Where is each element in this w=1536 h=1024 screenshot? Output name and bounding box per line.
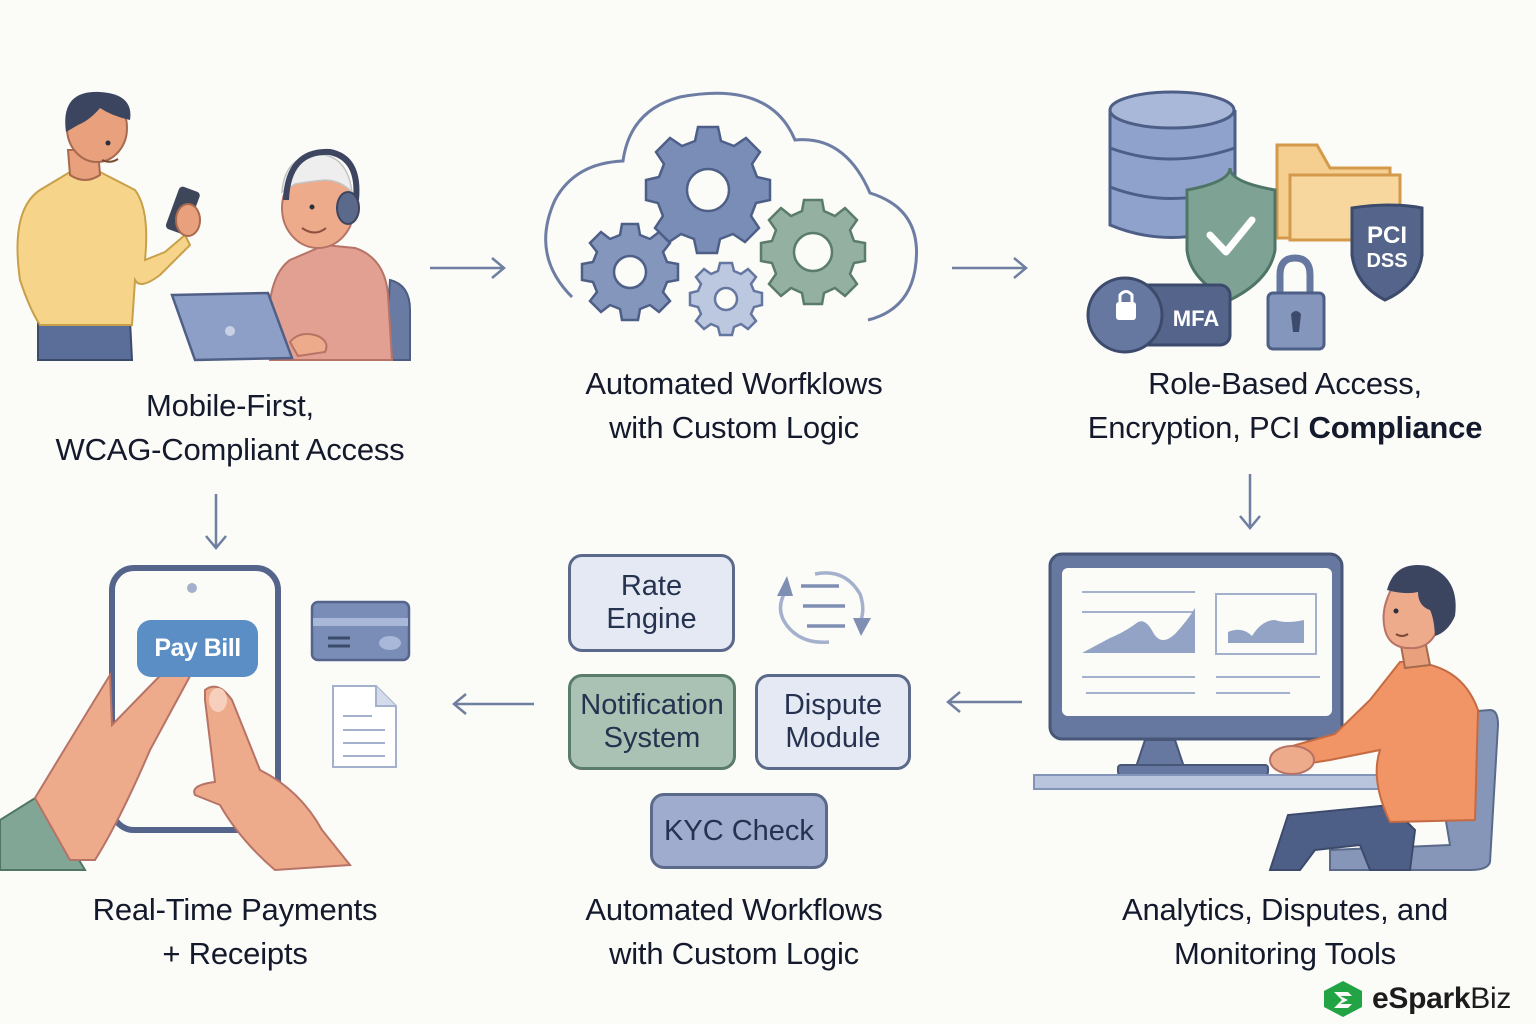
- payments-illustration: [0, 565, 411, 872]
- laptop-illustration: [170, 291, 328, 362]
- module-notification-system-line2: System: [603, 722, 701, 754]
- database-icon: [1108, 90, 1237, 239]
- pci-dss-shield-icon: PCI DSS: [1350, 203, 1424, 302]
- step-access-caption: Mobile-First, WCAG-Compliant Access: [20, 384, 440, 472]
- step-workflows-top-caption-line2: with Custom Logic: [609, 410, 859, 445]
- step-security-caption-line1: Role-Based Access,: [1148, 366, 1422, 401]
- arrow-right-icon: [430, 257, 506, 279]
- module-kyc-check-label: KYC Check: [664, 814, 814, 847]
- espark-logo-icon: [1324, 981, 1362, 1017]
- arrow-right-icon: [952, 257, 1028, 279]
- gear-icon: [580, 222, 680, 322]
- module-dispute-module: Dispute Module: [755, 674, 911, 770]
- receipt-document-icon: [332, 685, 397, 768]
- module-notification-system: Notification System: [568, 674, 736, 770]
- step-security-caption-bold: Compliance: [1308, 410, 1483, 445]
- step-analytics-caption: Analytics, Disputes, and Monitoring Tool…: [1060, 888, 1510, 976]
- step-payments-caption-line2: + Receipts: [162, 936, 308, 971]
- step-analytics-caption-line2: Monitoring Tools: [1174, 936, 1396, 971]
- module-notification-system-line1: Notification: [580, 689, 724, 721]
- sync-refresh-icon: [777, 571, 871, 645]
- security-illustration: PCI DSS MFA: [1086, 90, 1424, 354]
- pay-bill-button[interactable]: Pay Bill: [137, 620, 258, 677]
- dss-label: DSS: [1366, 250, 1407, 272]
- brand-name-regular: Biz: [1470, 982, 1512, 1015]
- step-security-caption-line2: Encryption, PCI Compliance: [1040, 406, 1530, 450]
- brand-name-bold: eSpark: [1372, 982, 1471, 1015]
- people-illustration: [16, 91, 411, 362]
- brand-logo: eSparkBiz: [1322, 980, 1511, 1018]
- standing-man-figure: [16, 91, 201, 361]
- step-payments-caption-line1: Real-Time Payments: [92, 892, 378, 927]
- step-workflows-bottom-caption: Automated Workflows with Custom Logic: [534, 888, 934, 976]
- step-analytics-caption-line1: Analytics, Disputes, and: [1121, 892, 1449, 927]
- brand-name: eSparkBiz: [1372, 982, 1511, 1016]
- gear-icon: [644, 125, 772, 255]
- dashboard-chart-icon: [1082, 591, 1320, 694]
- mfa-badge-icon: MFA: [1086, 276, 1232, 354]
- seated-person-figure: [267, 148, 411, 361]
- module-rate-engine-line1: Rate: [620, 570, 683, 602]
- cloud-outline: [544, 91, 918, 322]
- step-workflows-top-caption: Automated Worfklows with Custom Logic: [534, 362, 934, 450]
- step-security-caption: Role-Based Access, Encryption, PCI Compl…: [1040, 362, 1530, 450]
- module-rate-engine: Rate Engine: [568, 554, 735, 652]
- arrow-down-icon: [205, 494, 227, 550]
- step-workflows-top-caption-line1: Automated Worfklows: [585, 366, 883, 401]
- step-access-caption-line2: WCAG-Compliant Access: [55, 432, 405, 467]
- pci-label: PCI: [1367, 222, 1407, 249]
- arrow-left-icon: [946, 691, 1022, 713]
- gear-icon: [759, 198, 867, 306]
- padlock-icon: [1266, 254, 1326, 351]
- step-access-caption-line1: Mobile-First,: [146, 388, 314, 423]
- step-workflows-bottom-caption-line2: with Custom Logic: [609, 936, 859, 971]
- module-rate-engine-line2: Engine: [606, 603, 697, 635]
- gear-icon: [688, 261, 764, 337]
- cloud-gears-illustration: [544, 91, 918, 337]
- step-payments-caption: Real-Time Payments + Receipts: [30, 888, 440, 976]
- module-dispute-module-line1: Dispute: [783, 689, 883, 721]
- module-kyc-check: KYC Check: [650, 793, 828, 869]
- arrow-down-icon: [1239, 474, 1261, 530]
- credit-card-icon: [310, 600, 411, 662]
- step-security-caption-regular: Encryption, PCI: [1087, 410, 1309, 445]
- module-dispute-module-line2: Module: [785, 722, 881, 754]
- arrow-left-icon: [452, 693, 534, 715]
- seated-analyst-figure: [1268, 565, 1500, 871]
- mfa-label: MFA: [1173, 306, 1220, 331]
- analytics-illustration: [1033, 552, 1500, 871]
- shield-check-icon: [1185, 167, 1277, 302]
- step-workflows-bottom-caption-line1: Automated Workflows: [585, 892, 883, 927]
